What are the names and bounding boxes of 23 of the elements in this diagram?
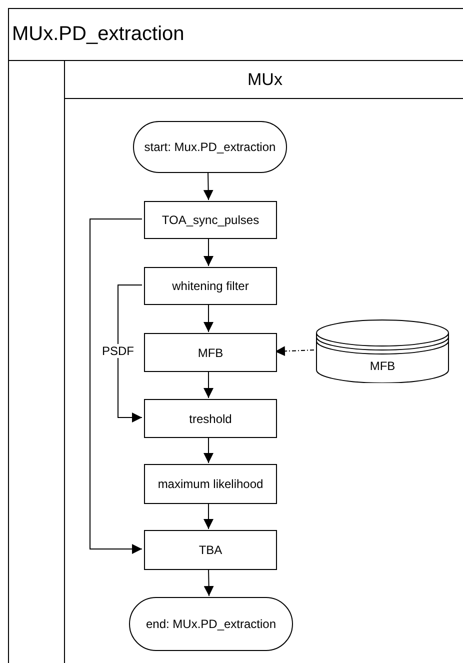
frame-title: MUx.PD_extraction bbox=[12, 22, 184, 47]
arrow bbox=[203, 172, 214, 200]
process-box: MFB bbox=[144, 333, 277, 372]
arrow bbox=[204, 502, 214, 530]
swimlane bbox=[64, 61, 463, 663]
lane-title: MUx bbox=[248, 68, 282, 90]
database-cylinder: MFB bbox=[316, 319, 449, 383]
arrow bbox=[118, 284, 142, 422]
process-box: whitening filter bbox=[144, 267, 277, 305]
process-box: treshold bbox=[144, 399, 277, 438]
process-box: TBA bbox=[144, 530, 277, 570]
arrow bbox=[204, 436, 214, 464]
diagram-frame bbox=[8, 8, 463, 663]
arrow bbox=[204, 238, 214, 266]
process-box: maximum likelihood bbox=[144, 464, 277, 504]
arrow bbox=[204, 370, 214, 398]
arrow bbox=[204, 304, 214, 332]
edge-label: PSDF bbox=[101, 344, 135, 358]
arrow bbox=[90, 218, 142, 554]
terminal-node: start: Mux.PD_extraction bbox=[133, 121, 287, 173]
process-box: TOA_sync_pulses bbox=[144, 201, 277, 239]
arrow bbox=[204, 568, 214, 596]
terminal-node: end: MUx.PD_extraction bbox=[129, 597, 293, 651]
